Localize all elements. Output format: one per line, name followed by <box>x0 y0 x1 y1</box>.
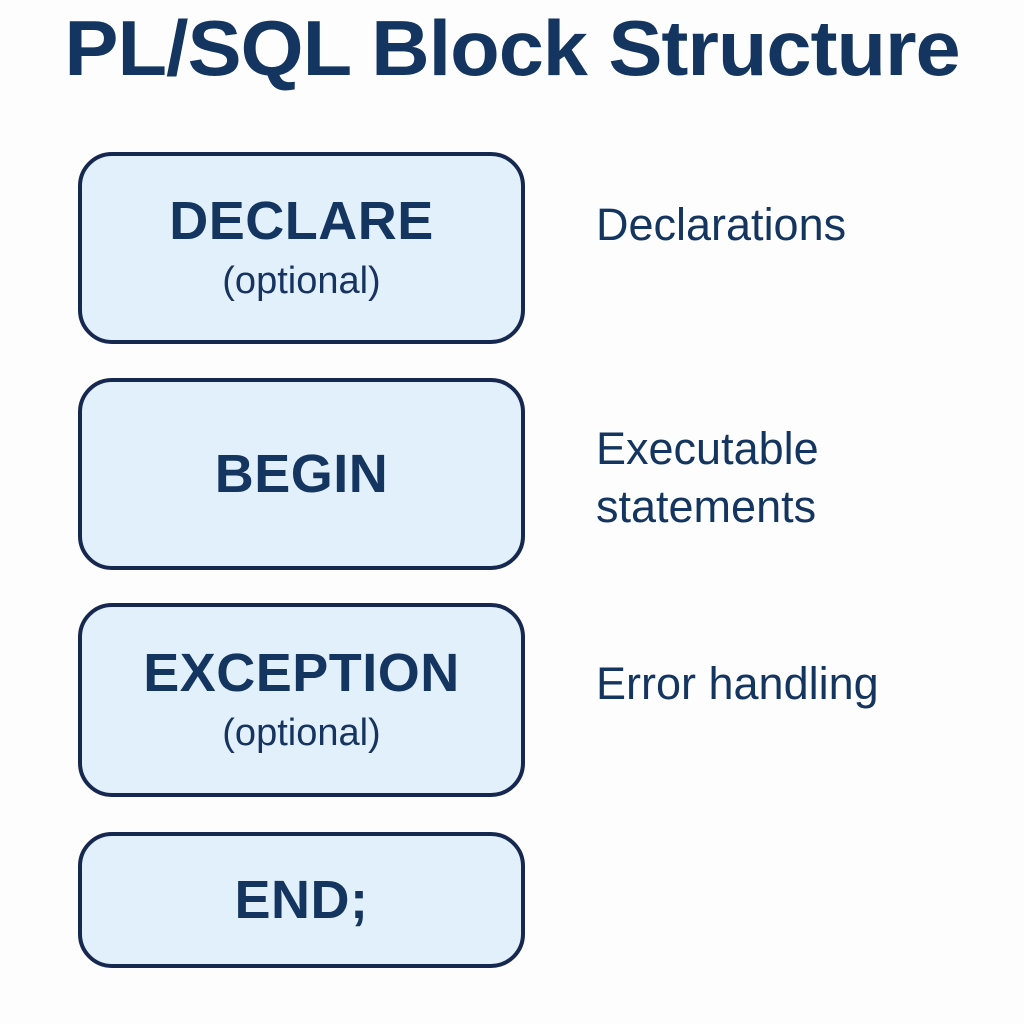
block-keyword-end: END; <box>234 869 369 930</box>
block-keyword-declare: DECLARE <box>169 190 434 251</box>
block-begin: BEGIN <box>78 378 525 570</box>
description-declare: Declarations <box>596 199 847 250</box>
block-sub-declare: (optional) <box>222 260 381 303</box>
block-keyword-exception: EXCEPTION <box>143 642 460 703</box>
description-exception: Error handling <box>596 658 879 709</box>
description-begin: Executable statements <box>596 423 819 532</box>
page-title: PL/SQL Block Structure <box>64 4 960 92</box>
block-declare: DECLARE (optional) <box>78 152 525 344</box>
block-exception: EXCEPTION (optional) <box>78 603 525 797</box>
block-sub-exception: (optional) <box>222 712 381 755</box>
block-keyword-begin: BEGIN <box>214 443 389 504</box>
block-end: END; <box>78 832 525 968</box>
